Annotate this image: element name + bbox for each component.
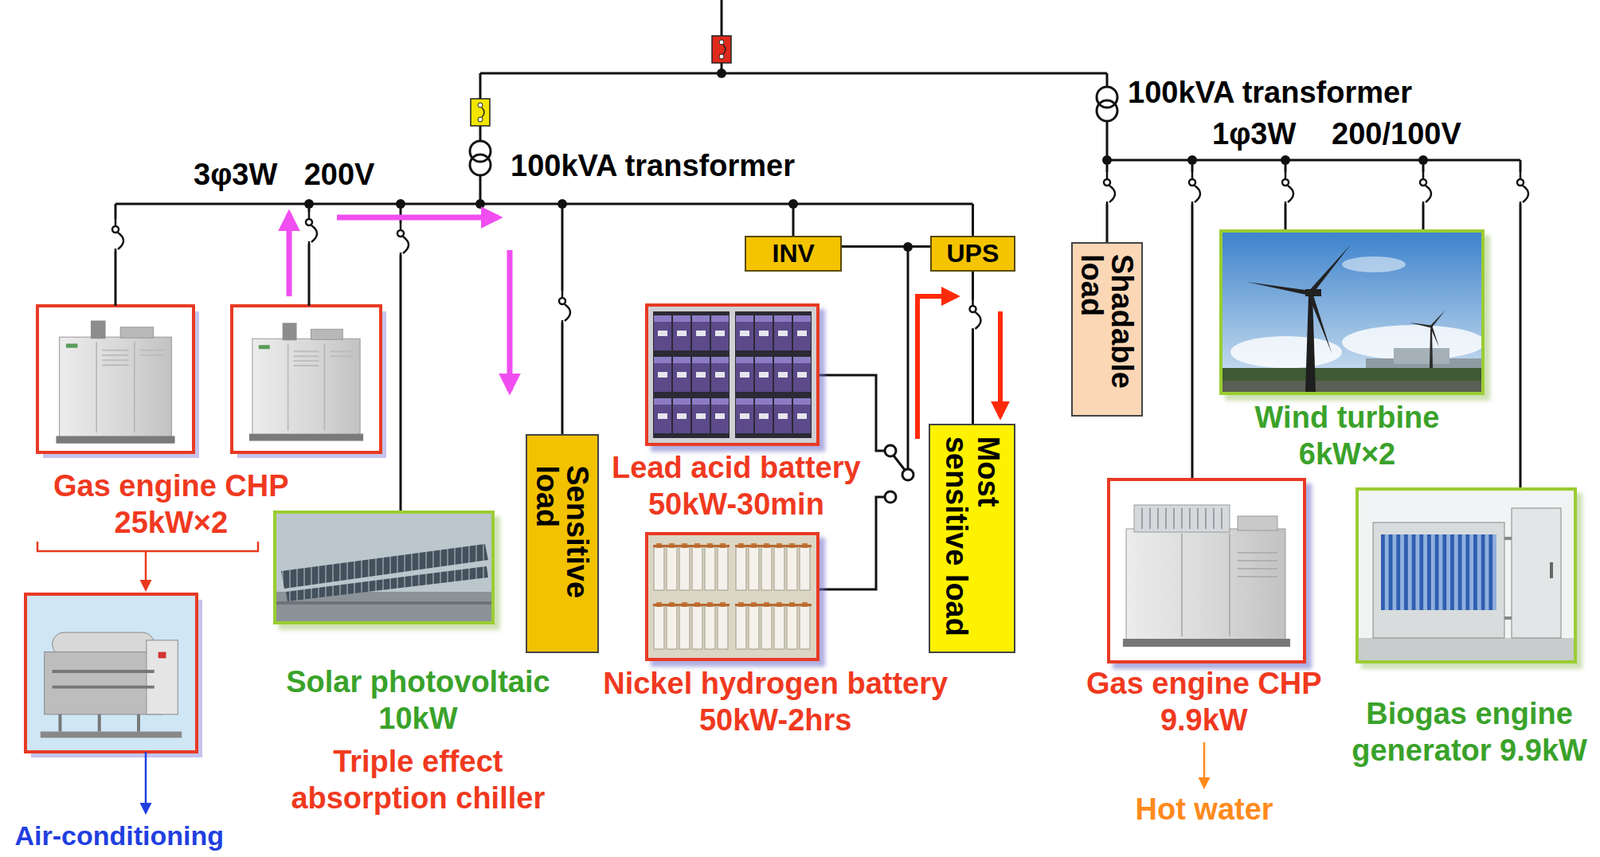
transformer-label: 100kVA transformer [1127,74,1413,112]
feeder-breaker [470,98,490,126]
biogas-generator-photo [1358,490,1574,661]
equipment-label: Triple effect absorption chiller [286,743,551,817]
box-label: INV [772,238,815,269]
wire-connector [971,271,975,424]
wind-photo-frame: Wind turbine 6kW×2 [1219,229,1485,396]
box-label: Shadable load [1076,254,1138,406]
bus-voltage-label: 3φ3W 200V [193,156,375,194]
junction-dots [304,68,1428,252]
flow-arrows [37,213,1205,813]
photo-caption: Biogas engine generator 9.9kW [1342,696,1597,769]
load-box: Sensitive load [525,434,599,654]
photo-caption: Wind turbine 6kW×2 [1248,399,1446,473]
chiller-photo [25,594,203,758]
box-label: Sensitive load [532,465,593,623]
ups-box: UPS [930,235,1016,272]
pv-photo [276,513,492,622]
photo-caption: Nickel hydrogen battery 50kW-2hrs [597,665,955,739]
wire-connector [841,245,931,248]
biogas-photo-frame: Biogas engine generator 9.9kW [1355,487,1577,664]
breaker-symbol [970,298,982,331]
output-label: Air-conditioning [15,820,225,852]
box-label: Most sensitive load [939,436,1004,642]
battery-photo-frame: Lead acid battery 50kW-30min [645,303,820,446]
wind-turbine-photo [1222,232,1486,392]
load-box: Most sensitive load [928,423,1016,654]
equipment-label: Gas engine CHP 25kW×2 [46,468,296,541]
photo-caption: Gas engine CHP 9.9kW [1079,665,1329,739]
photo-caption: Lead acid battery 50kW-30min [606,449,867,523]
bus-voltage-label: 1φ3W 200/100V [1212,116,1462,153]
output-label: Hot water [1135,791,1274,829]
battery-photo-frame: Nickel hydrogen battery 50kW-2hrs [645,532,820,662]
inverter-box: INV [744,235,842,272]
main-breaker [711,35,732,63]
photo-caption: Solar photovoltaic 10kW [280,664,556,737]
chp-photo [1110,481,1303,661]
lead-acid-photo [648,306,817,443]
nickel-battery-photo [648,535,817,658]
power-wiring [112,0,1529,590]
load-box: Shadable load [1071,242,1143,417]
chp-photo-frame: Gas engine CHP 9.9kW [1107,477,1307,664]
chp-photo [231,305,387,458]
chp-photo [37,305,200,458]
box-label: UPS [946,238,1000,269]
pv-photo-frame: Solar photovoltaic 10kW [273,510,495,625]
transformer-label: 100kVA transformer [510,148,795,185]
